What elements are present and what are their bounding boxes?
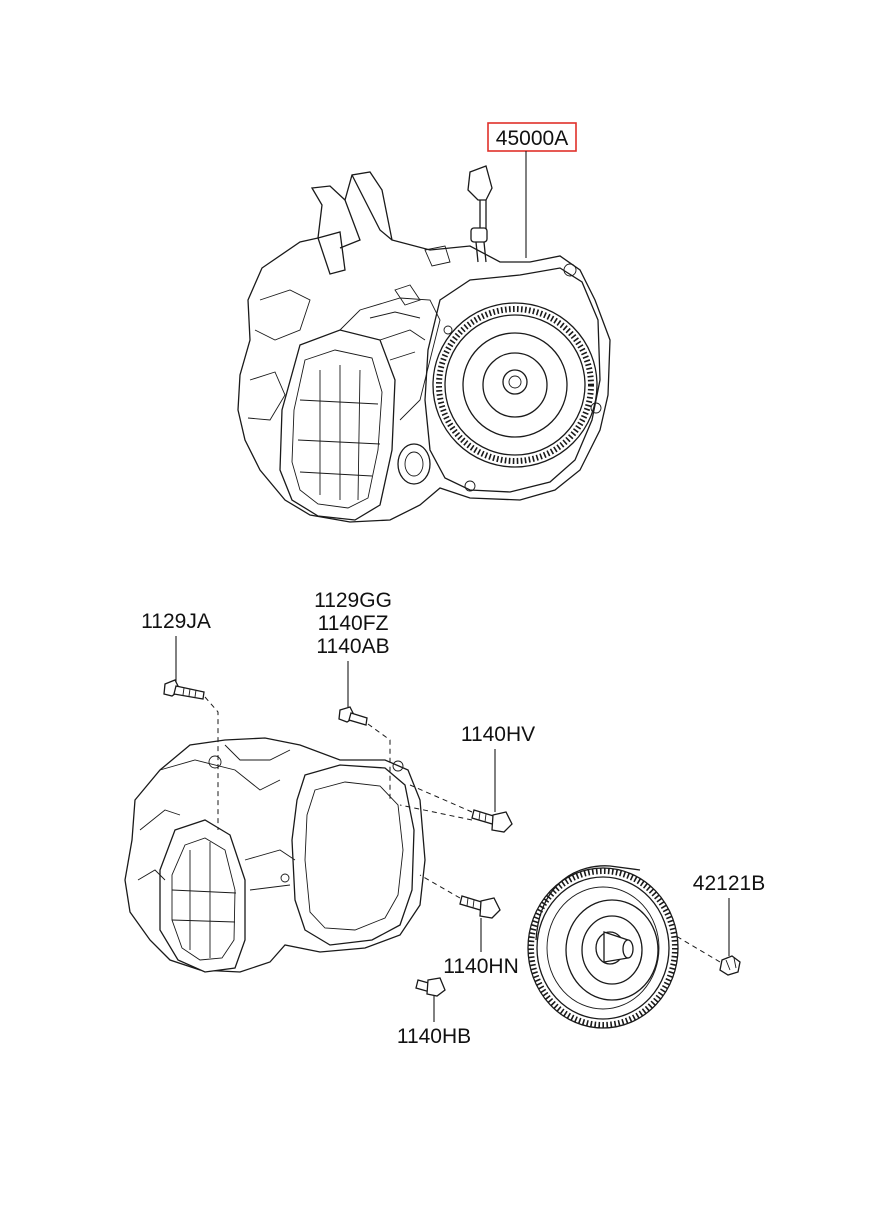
part-number-1129GG[interactable]: 1129GG <box>314 589 392 612</box>
alignment-line-bolt-group <box>367 723 391 800</box>
alignment-line-1140HN <box>419 874 461 899</box>
part-number-1140HN[interactable]: 1140HN <box>443 955 519 978</box>
part-number-1140HB[interactable]: 1140HB <box>397 1025 471 1048</box>
bolt-1140HB[interactable] <box>415 977 446 997</box>
part-number-1140FZ[interactable]: 1140FZ <box>318 612 389 635</box>
part-label-45000A[interactable]: 45000A <box>487 122 577 152</box>
part-number-1140HV[interactable]: 1140HV <box>461 723 535 746</box>
bolt-head <box>479 897 501 919</box>
bolt-1140HV[interactable] <box>471 809 513 833</box>
alignment-line-1129JA <box>204 696 219 830</box>
torque-converter-illustration <box>527 865 679 1029</box>
bolt-shank <box>348 712 368 726</box>
part-number-45000A: 45000A <box>496 127 568 150</box>
transaxle-case-illustration <box>124 737 426 973</box>
bolt-shank <box>173 685 205 700</box>
highlight-box <box>487 122 577 152</box>
nut-42121B[interactable] <box>719 955 741 976</box>
nut-body <box>719 955 741 976</box>
part-number-1140AB[interactable]: 1140AB <box>316 635 389 658</box>
alignment-line-1140HV <box>399 784 473 821</box>
alignment-line-42121B <box>675 935 721 963</box>
part-number-42121B[interactable]: 42121B <box>693 872 765 895</box>
bolt-1140HN[interactable] <box>459 895 501 919</box>
transaxle-assembly-illustration <box>237 165 611 523</box>
bolt-head <box>426 977 446 997</box>
part-number-1129JA[interactable]: 1129JA <box>141 610 211 633</box>
bolt-group-upper[interactable] <box>338 706 368 726</box>
bolt-1129JA[interactable] <box>163 679 205 700</box>
bolt-head <box>491 811 513 833</box>
